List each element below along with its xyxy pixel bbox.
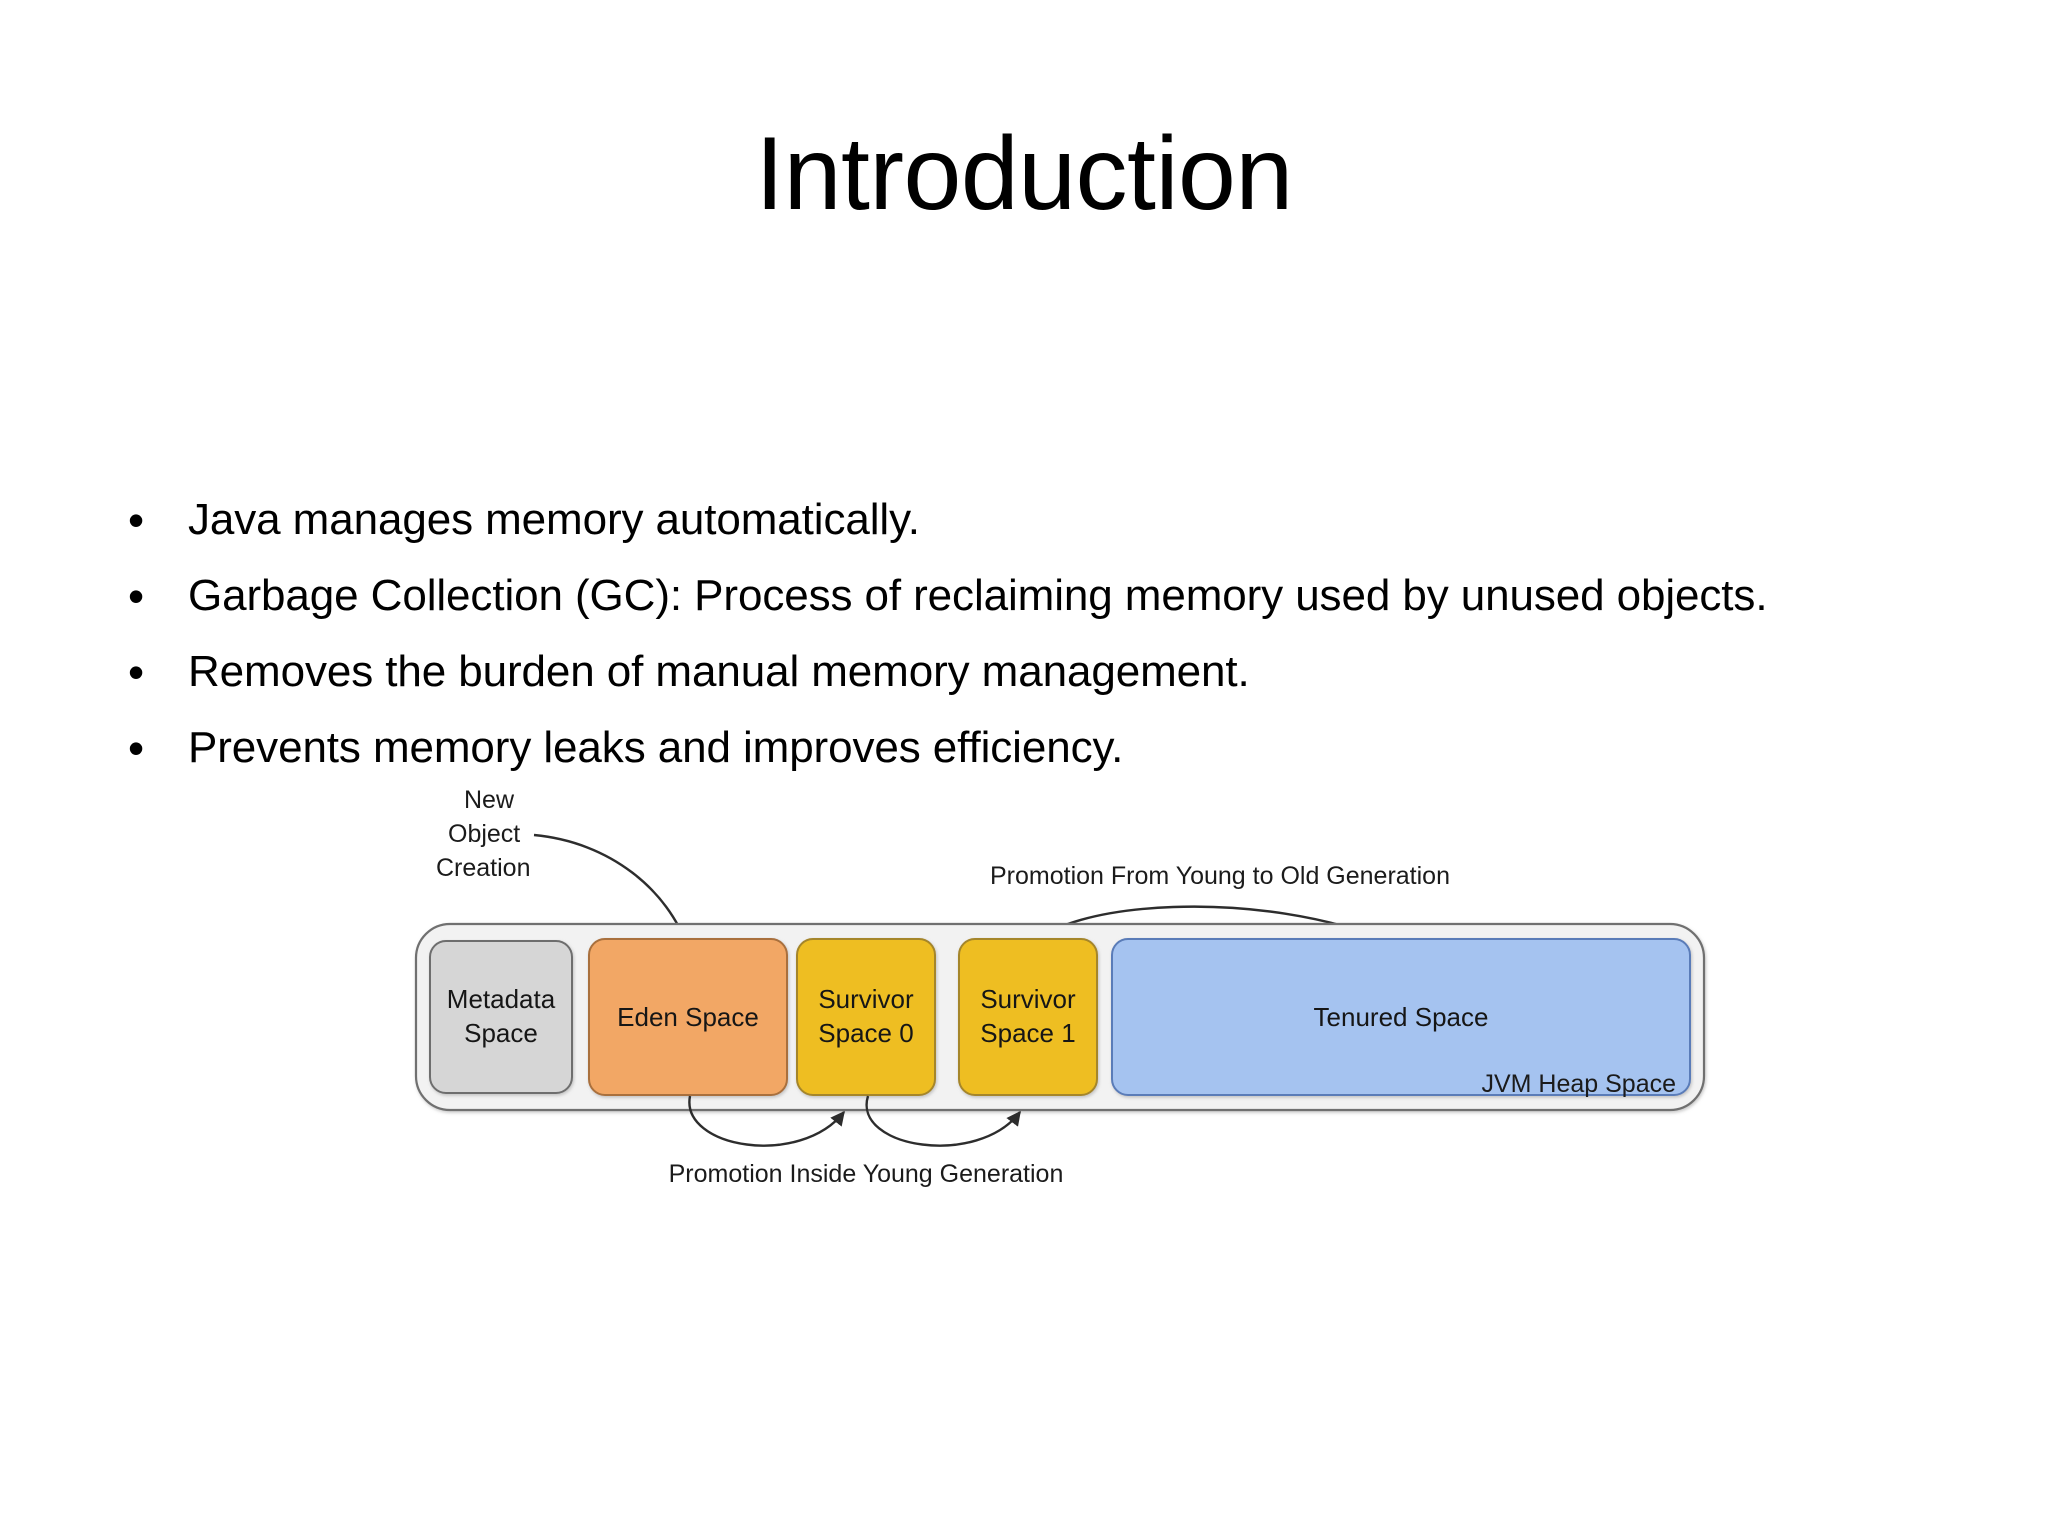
bullet-text: Java manages memory automatically. [188, 495, 920, 544]
list-item: • Removes the burden of manual memory ma… [110, 644, 1970, 700]
promotion-eden-to-survivor0-arrow-icon [688, 1095, 845, 1147]
page-title: Introduction [755, 116, 1293, 232]
jvm-heap-space-label: JVM Heap Space [1481, 1070, 1676, 1098]
bullet-point-icon: • [128, 646, 145, 698]
bullet-point-icon: • [128, 494, 145, 546]
promotion-young-generation-label: Promotion Inside Young Generation [669, 1160, 1064, 1188]
metadata-space-label-line1: Metadata [447, 984, 556, 1014]
promotion-old-generation-label: Promotion From Young to Old Generation [990, 862, 1450, 890]
new-object-creation-label-line1: New [464, 786, 515, 814]
eden-space-box: Eden Space [588, 938, 788, 1096]
metadata-space-label-line2: Space [464, 1018, 538, 1048]
list-item: • Garbage Collection (GC): Process of re… [110, 568, 1970, 624]
promotion-survivor0-to-survivor1-arrow-icon [865, 1095, 1021, 1147]
bullet-point-icon: • [128, 722, 145, 774]
survivor-space-1-label-line1: Survivor [980, 984, 1076, 1014]
list-item: • Java manages memory automatically. [110, 492, 1970, 548]
bullet-list: • Java manages memory automatically. • G… [110, 492, 1970, 796]
bullet-text: Garbage Collection (GC): Process of recl… [188, 571, 1768, 620]
tenured-space-label: Tenured Space [1314, 1002, 1489, 1032]
survivor-space-0-label-line1: Survivor [818, 984, 914, 1014]
survivor-space-0-box: Survivor Space 0 [796, 938, 936, 1096]
survivor-space-1-label-line2: Space 1 [980, 1018, 1075, 1048]
eden-space-label: Eden Space [617, 1002, 759, 1032]
survivor-space-1-box: Survivor Space 1 [958, 938, 1098, 1096]
list-item: • Prevents memory leaks and improves eff… [110, 720, 1970, 776]
bullet-text: Prevents memory leaks and improves effic… [188, 723, 1124, 772]
bullet-text: Removes the burden of manual memory mana… [188, 647, 1250, 696]
new-object-creation-label-line3: Creation [436, 854, 531, 882]
survivor-space-0-label-line2: Space 0 [818, 1018, 913, 1048]
tenured-space-box: Tenured Space [1111, 938, 1691, 1096]
metadata-space-box: Metadata Space [429, 940, 573, 1094]
new-object-creation-label-line2: Object [448, 820, 520, 848]
jvm-heap-diagram: New Object Creation Promotion From Young… [400, 780, 1730, 1200]
bullet-point-icon: • [128, 570, 145, 622]
